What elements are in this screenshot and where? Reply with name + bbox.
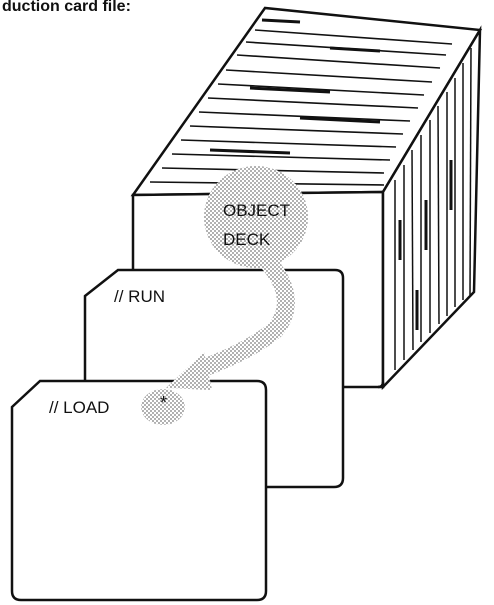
- object-deck-label-line1: OBJECT: [223, 201, 290, 220]
- deck-right-stripes: [394, 47, 472, 370]
- object-deck-halftone-blob: [204, 166, 308, 268]
- load-card-outline: [10, 379, 268, 602]
- deck-corner: [377, 381, 385, 389]
- load-card-label: // LOAD: [49, 398, 109, 417]
- caption-fragment: duction card file:: [2, 0, 131, 15]
- asterisk-halftone-blob: [141, 389, 185, 425]
- object-deck-highlight: [141, 166, 308, 425]
- pointer-arrow-shaft: [189, 253, 295, 379]
- load-asterisk: *: [160, 393, 167, 413]
- run-card-label: // RUN: [114, 287, 165, 306]
- object-deck-label-line2: DECK: [223, 230, 271, 249]
- load-card: // LOAD: [10, 379, 268, 602]
- pointer-arrow-head: [166, 352, 212, 390]
